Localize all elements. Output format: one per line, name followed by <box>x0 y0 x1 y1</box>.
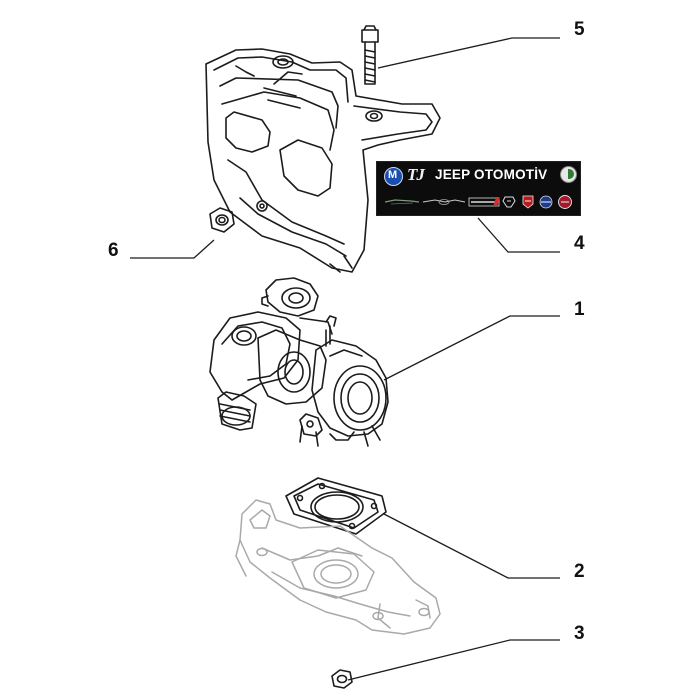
leader-line-6 <box>130 239 215 259</box>
fiat-logo <box>558 195 572 209</box>
chrysler-logo <box>422 199 466 205</box>
callout-1: 1 <box>574 299 585 320</box>
alfa-romeo-logo <box>560 166 577 183</box>
callout-3: 3 <box>574 623 585 644</box>
small-nut-part <box>331 669 353 689</box>
nut-part <box>209 207 235 233</box>
leader-line-5 <box>377 37 560 69</box>
callout-6: 6 <box>108 240 119 261</box>
banner-brand-text: JEEP OTOMOTİV <box>435 167 548 182</box>
exhaust-manifold-part <box>235 499 441 635</box>
callout-5: 5 <box>574 19 585 40</box>
heat-shield-part <box>205 48 441 273</box>
gasket-part <box>285 477 387 535</box>
ram-logo <box>502 196 516 208</box>
callout-4: 4 <box>574 233 585 254</box>
mopar-logo <box>384 167 403 186</box>
maserati-logo <box>384 199 420 205</box>
leader-line-2 <box>383 513 560 579</box>
dodge-logo <box>468 197 500 207</box>
tj-logo: TJ <box>407 165 425 184</box>
leader-line-3 <box>347 639 560 681</box>
turbocharger-part <box>209 277 389 447</box>
lancia-logo <box>539 195 553 209</box>
leader-line-1 <box>383 315 560 381</box>
brand-logos <box>384 195 572 209</box>
leader-lines <box>130 37 560 681</box>
abarth-logo <box>522 195 534 209</box>
watermark-banner: TJ JEEP OTOMOTİV <box>377 162 580 215</box>
leader-line-4 <box>477 217 560 253</box>
brand-logo-row <box>383 193 575 210</box>
callout-2: 2 <box>574 561 585 582</box>
bolt-part <box>361 25 379 85</box>
